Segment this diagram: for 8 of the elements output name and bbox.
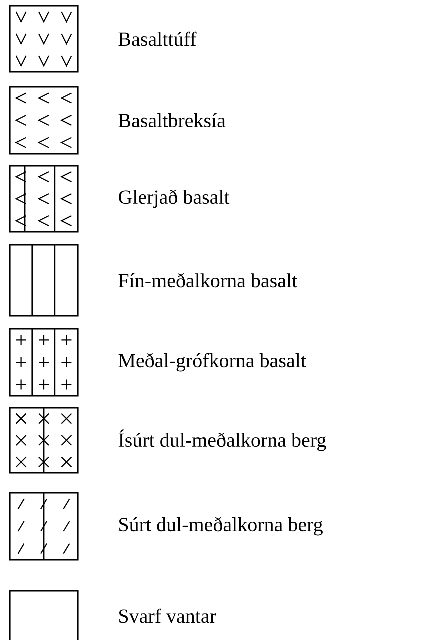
legend-label: Ísúrt dul-meðalkorna berg	[118, 430, 326, 452]
legend-label: Súrt dul-meðalkorna berg	[120, 517, 323, 536]
legend-label: Meðal-grófkorna basalt	[118, 353, 306, 372]
legend-label: Svarf vantar	[120, 608, 216, 624]
legend-label: Fín-meðalkorna basalt	[118, 273, 298, 288]
legend-label: Basaltbreksía	[118, 113, 226, 128]
legend-label: Basalttúff	[118, 32, 197, 46]
legend-label: Glerjað basalt	[119, 190, 230, 208]
